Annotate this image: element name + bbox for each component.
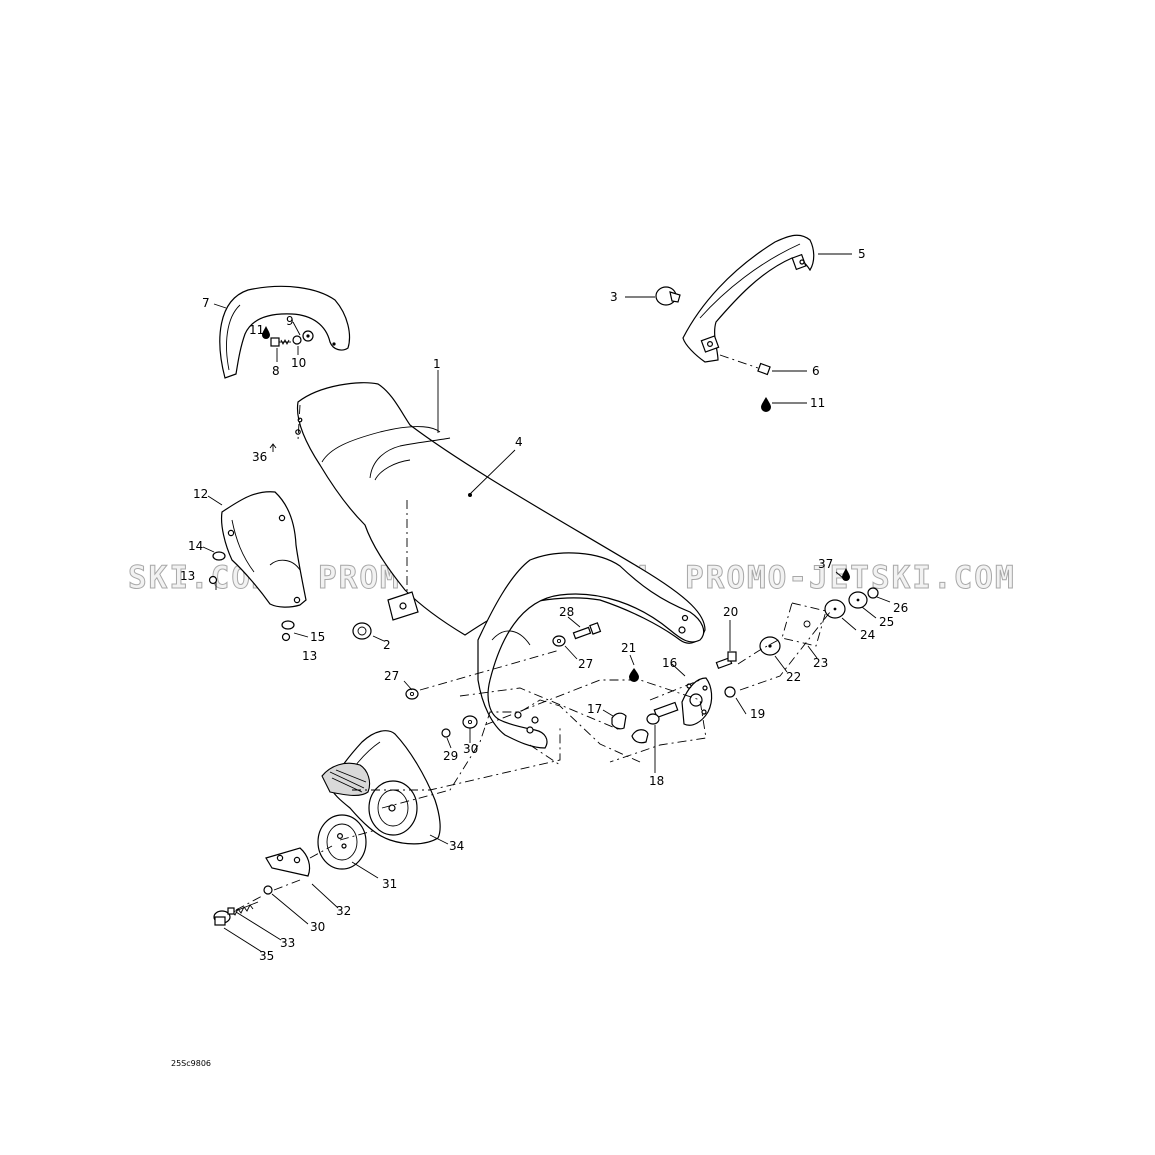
grommet — [352, 622, 372, 640]
callout-22: 22 — [786, 670, 801, 684]
callout-9: 9 — [286, 314, 294, 328]
callout-11-right: 11 — [810, 396, 825, 410]
callout-34: 34 — [449, 839, 464, 853]
callout-29: 29 — [443, 749, 458, 763]
callout-3: 3 — [610, 290, 618, 304]
seat — [295, 382, 706, 749]
callout-30-center: 30 — [463, 742, 478, 756]
assembly-lines — [235, 404, 831, 911]
callout-15: 15 — [310, 630, 325, 644]
callout-25: 25 — [879, 615, 894, 629]
strap-hardware — [213, 885, 273, 926]
callout-21: 21 — [621, 641, 636, 655]
watermark-right: PROMO-JETSKI.COM — [685, 560, 1016, 596]
clip-36 — [269, 443, 277, 452]
callout-12: 12 — [193, 487, 208, 501]
callout-24: 24 — [860, 628, 875, 642]
callout-10-top: 10 — [291, 356, 306, 370]
drawing-code: 25Sc9806 — [171, 1059, 211, 1068]
callout-26: 26 — [893, 601, 908, 615]
callout-18: 18 — [649, 774, 664, 788]
belt-cover — [321, 730, 441, 845]
callout-28: 28 — [559, 605, 574, 619]
callout-33: 33 — [280, 936, 295, 950]
callout-37: 37 — [818, 557, 833, 571]
callout-8: 8 — [272, 364, 280, 378]
callout-31: 31 — [382, 877, 397, 891]
callout-1: 1 — [433, 357, 441, 371]
latch-clip — [387, 500, 419, 621]
callout-11-top: 11 — [249, 323, 264, 337]
handle-hardware — [270, 330, 314, 347]
callout-13-bottom: 13 — [302, 649, 317, 663]
callout-6: 6 — [812, 364, 820, 378]
bracket-screws — [208, 551, 295, 642]
callout-5: 5 — [858, 247, 866, 261]
callout-20: 20 — [723, 605, 738, 619]
latch-assembly — [611, 587, 879, 744]
callout-17: 17 — [587, 702, 602, 716]
center-hardware — [405, 622, 602, 738]
callout-35: 35 — [259, 949, 274, 963]
callout-30-bottom: 30 — [310, 920, 325, 934]
callout-36: 36 — [252, 450, 267, 464]
rear-grab-handle — [219, 285, 351, 379]
callout-32: 32 — [336, 904, 351, 918]
front-handle — [655, 234, 815, 376]
callout-27-left: 27 — [384, 669, 399, 683]
callout-19: 19 — [750, 707, 765, 721]
sealant-drop-icon — [262, 326, 850, 682]
callout-labels: 1 2 3 4 5 6 7 8 9 10 11 11 12 13 13 14 1… — [180, 247, 908, 963]
callout-7: 7 — [202, 296, 210, 310]
callout-2: 2 — [383, 638, 391, 652]
callout-16: 16 — [662, 656, 677, 670]
side-bracket — [220, 491, 307, 608]
callout-13-left: 13 — [180, 569, 195, 583]
callout-23: 23 — [813, 656, 828, 670]
callout-14: 14 — [188, 539, 203, 553]
strap-bracket — [265, 847, 311, 877]
pulley — [317, 814, 367, 870]
callout-27-right: 27 — [578, 657, 593, 671]
callout-4: 4 — [515, 435, 523, 449]
callout-leaders — [202, 253, 891, 953]
